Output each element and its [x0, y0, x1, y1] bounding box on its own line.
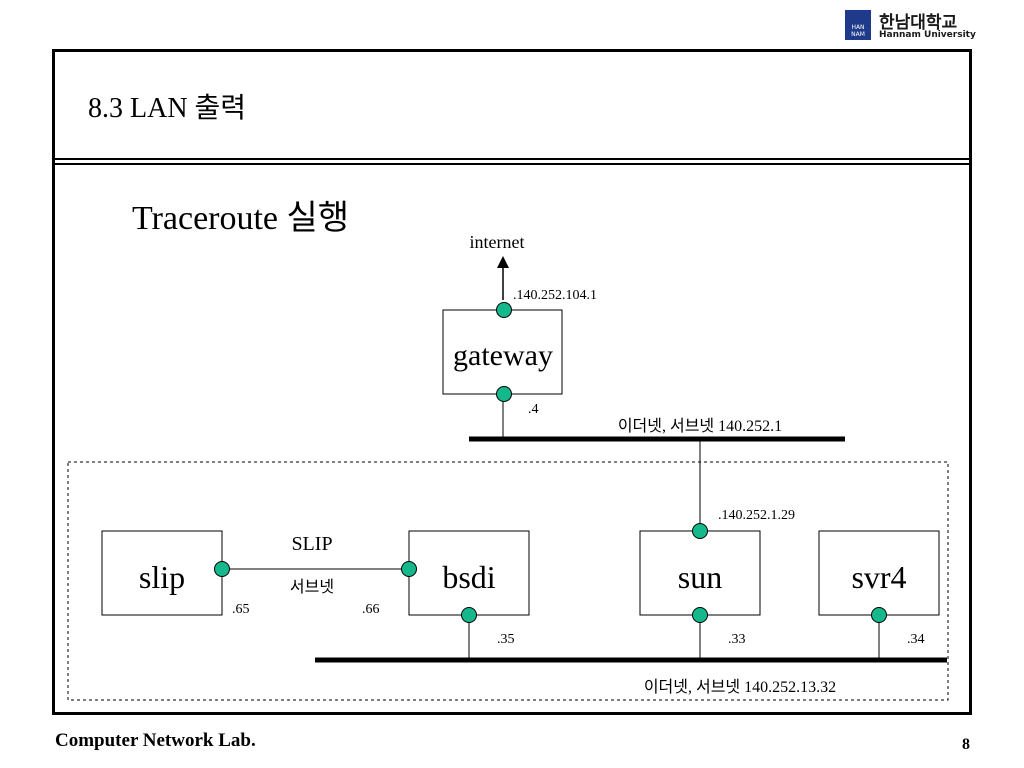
sun-host-box — [639, 530, 761, 616]
svr4-host-label: svr4 — [851, 559, 906, 595]
sun-top-ip: .140.252.1.29 — [718, 508, 795, 523]
slide-frame — [52, 49, 972, 715]
bsdi-host-label: bsdi — [442, 559, 495, 595]
university-logo: HAN NAM 한남대학교 Hannam University — [845, 8, 985, 44]
gateway-bottom-ip: .4 — [528, 402, 539, 417]
slide-subtitle: Traceroute 실행 — [132, 200, 350, 237]
svr4-eth-ip: .34 — [907, 632, 925, 647]
slip-ip: .65 — [232, 602, 250, 617]
gateway-box — [442, 309, 563, 395]
slip-interface — [214, 561, 230, 577]
page-number: 8 — [962, 736, 970, 753]
slide-title: 8.3 LAN 출력 — [88, 93, 247, 124]
slip-link-label: SLIP — [291, 533, 332, 555]
gateway-top-ip: .140.252.104.1 — [513, 288, 597, 303]
svr4-host-box — [818, 530, 940, 616]
gateway-bottom-interface — [496, 386, 512, 402]
svr4-eth-interface — [871, 607, 887, 623]
logo-name-korean: 한남대학교 — [879, 13, 958, 33]
bsdi-eth-ip: .35 — [497, 632, 515, 647]
logo-name-english: Hannam University — [879, 30, 976, 40]
sun-top-interface — [692, 523, 708, 539]
ethernet-top-label: 이더넷, 서브넷 140.252.1 — [618, 417, 782, 435]
sun-host-label: sun — [678, 559, 722, 595]
slip-host-label: slip — [139, 559, 185, 595]
logo-mark-text: HAN NAM — [851, 24, 865, 38]
ethernet-bottom-label: 이더넷, 서브넷 140.252.13.32 — [644, 678, 836, 696]
bsdi-slip-ip: .66 — [362, 602, 380, 617]
slip-subnet-label: 서브넷 — [290, 578, 334, 596]
gateway-label: gateway — [453, 339, 553, 372]
internet-label: internet — [470, 232, 525, 252]
logo-mark-icon: HAN NAM — [845, 10, 871, 40]
footer-lab-name: Computer Network Lab. — [55, 730, 256, 751]
bsdi-slip-interface — [401, 561, 417, 577]
bsdi-host-box — [408, 530, 530, 616]
gateway-top-interface — [496, 302, 512, 318]
sun-eth-interface — [692, 607, 708, 623]
slip-host-box — [101, 530, 223, 616]
title-divider-top — [52, 158, 972, 160]
title-divider-bottom — [52, 163, 972, 165]
subnet-dashed-boundary — [67, 461, 949, 701]
bsdi-eth-interface — [461, 607, 477, 623]
sun-eth-ip: .33 — [728, 632, 746, 647]
